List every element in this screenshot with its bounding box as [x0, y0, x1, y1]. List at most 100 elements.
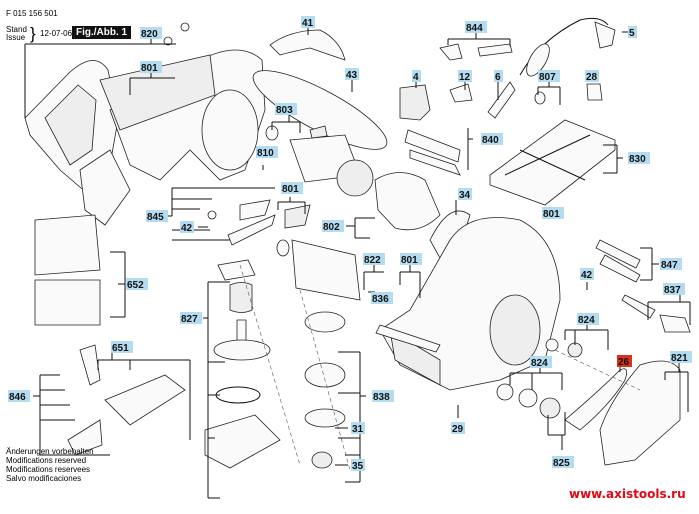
svg-text:651: 651 — [112, 343, 129, 354]
svg-text:652: 652 — [127, 280, 144, 291]
callout-825: 825 — [552, 456, 574, 469]
callout-43: 43 — [345, 68, 359, 81]
callout-846: 846 — [8, 390, 30, 403]
armature — [265, 125, 374, 197]
svg-text:42: 42 — [181, 223, 193, 234]
svg-text:35: 35 — [352, 461, 364, 472]
note-en: Modifications reserved — [6, 456, 87, 465]
callout-12: 12 — [458, 70, 472, 83]
svg-text:822: 822 — [364, 255, 381, 266]
svg-text:840: 840 — [482, 135, 499, 146]
callout-29: 29 — [451, 422, 465, 435]
callout-820: 820 — [140, 27, 162, 40]
depth-adjust-knob-assembly — [204, 259, 281, 469]
main-housing-frame — [99, 22, 266, 181]
callout-824-lower: 824 — [530, 356, 552, 369]
callout-824-top: 824 — [577, 313, 599, 326]
note-fr: Modifications reservees — [6, 465, 91, 474]
issue-label: Issue — [6, 33, 26, 42]
callout-807: 807 — [538, 70, 560, 83]
dashed-guides — [239, 264, 641, 471]
callout-810: 810 — [256, 146, 278, 159]
small-parts-top — [439, 43, 603, 105]
cable-clamp — [404, 129, 461, 176]
svg-text:825: 825 — [553, 458, 570, 469]
modification-notes: Änderungen vorbehalten Modifications res… — [6, 447, 94, 483]
svg-text:827: 827 — [181, 314, 198, 325]
callout-801-lower: 801 — [400, 253, 422, 266]
issue-date: 12-07-06 — [40, 29, 73, 38]
base-plate — [489, 119, 616, 206]
callout-28: 28 — [585, 70, 599, 83]
callout-34: 34 — [458, 188, 472, 201]
callout-652: 652 — [126, 278, 148, 291]
svg-text:838: 838 — [373, 392, 390, 403]
callout-31: 31 — [351, 422, 365, 435]
svg-text:820: 820 — [141, 29, 158, 40]
svg-text:824: 824 — [531, 358, 548, 369]
belt-cover — [599, 360, 681, 466]
svg-text:844: 844 — [466, 23, 483, 34]
svg-text:830: 830 — [629, 154, 646, 165]
note-es: Salvo modificaciones — [6, 474, 82, 483]
callout-801-top: 801 — [140, 61, 162, 74]
watermark-url[interactable]: www.axistools.ru — [569, 487, 686, 501]
callout-836: 836 — [371, 292, 393, 305]
callout-844: 844 — [465, 21, 487, 34]
svg-text:41: 41 — [302, 18, 314, 29]
power-cord — [487, 17, 616, 119]
svg-text:29: 29 — [452, 424, 464, 435]
callout-821: 821 — [670, 351, 692, 364]
part-number: F 015 156 501 — [6, 9, 58, 18]
svg-text:847: 847 — [661, 260, 678, 271]
callout-847: 847 — [660, 258, 682, 271]
callout-801-right: 801 — [542, 207, 564, 220]
callout-5: 5 — [628, 26, 637, 39]
callout-822: 822 — [363, 253, 385, 266]
svg-text:845: 845 — [147, 212, 164, 223]
callout-801-mid: 801 — [281, 182, 303, 195]
callout-802: 802 — [322, 220, 344, 233]
callout-42-left: 42 — [180, 221, 194, 234]
handle-grip — [252, 70, 388, 150]
svg-text:802: 802 — [323, 222, 340, 233]
figure-label: Fig./Abb. 1 — [72, 26, 132, 39]
svg-text:34: 34 — [459, 190, 471, 201]
svg-text:5: 5 — [629, 28, 635, 39]
svg-text:31: 31 — [352, 424, 364, 435]
svg-text:807: 807 — [539, 72, 556, 83]
handle-cover — [269, 29, 346, 61]
svg-text:6: 6 — [495, 72, 501, 83]
callout-803: 803 — [275, 103, 297, 116]
svg-text:801: 801 — [401, 255, 418, 266]
callout-837: 837 — [663, 283, 685, 296]
svg-text:801: 801 — [282, 184, 299, 195]
rebate-guide — [67, 344, 186, 456]
callout-845: 845 — [146, 210, 168, 223]
svg-text:4: 4 — [413, 72, 419, 83]
stand-label: Stand — [6, 25, 27, 34]
note-de: Änderungen vorbehalten — [6, 447, 94, 456]
svg-text:43: 43 — [346, 70, 358, 81]
callout-26-highlighted: 26 — [617, 355, 632, 368]
depth-knob-stack — [304, 311, 346, 469]
svg-text:824: 824 — [578, 315, 595, 326]
svg-text:42: 42 — [581, 270, 593, 281]
callout-4: 4 — [412, 70, 421, 83]
callout-830: 830 — [628, 152, 650, 165]
side-parts-right — [595, 239, 691, 333]
brush-holder-parts — [207, 199, 311, 246]
callout-827: 827 — [180, 312, 202, 325]
callout-42-right: 42 — [580, 268, 594, 281]
svg-text:26: 26 — [618, 357, 630, 368]
svg-text:803: 803 — [276, 105, 293, 116]
svg-text:810: 810 — [257, 148, 274, 159]
field-coil — [374, 172, 441, 231]
svg-text:801: 801 — [141, 63, 158, 74]
svg-text:821: 821 — [671, 353, 688, 364]
chip-bag — [34, 214, 101, 326]
callout-651: 651 — [111, 341, 133, 354]
callout-35: 35 — [351, 459, 365, 472]
svg-text:836: 836 — [372, 294, 389, 305]
